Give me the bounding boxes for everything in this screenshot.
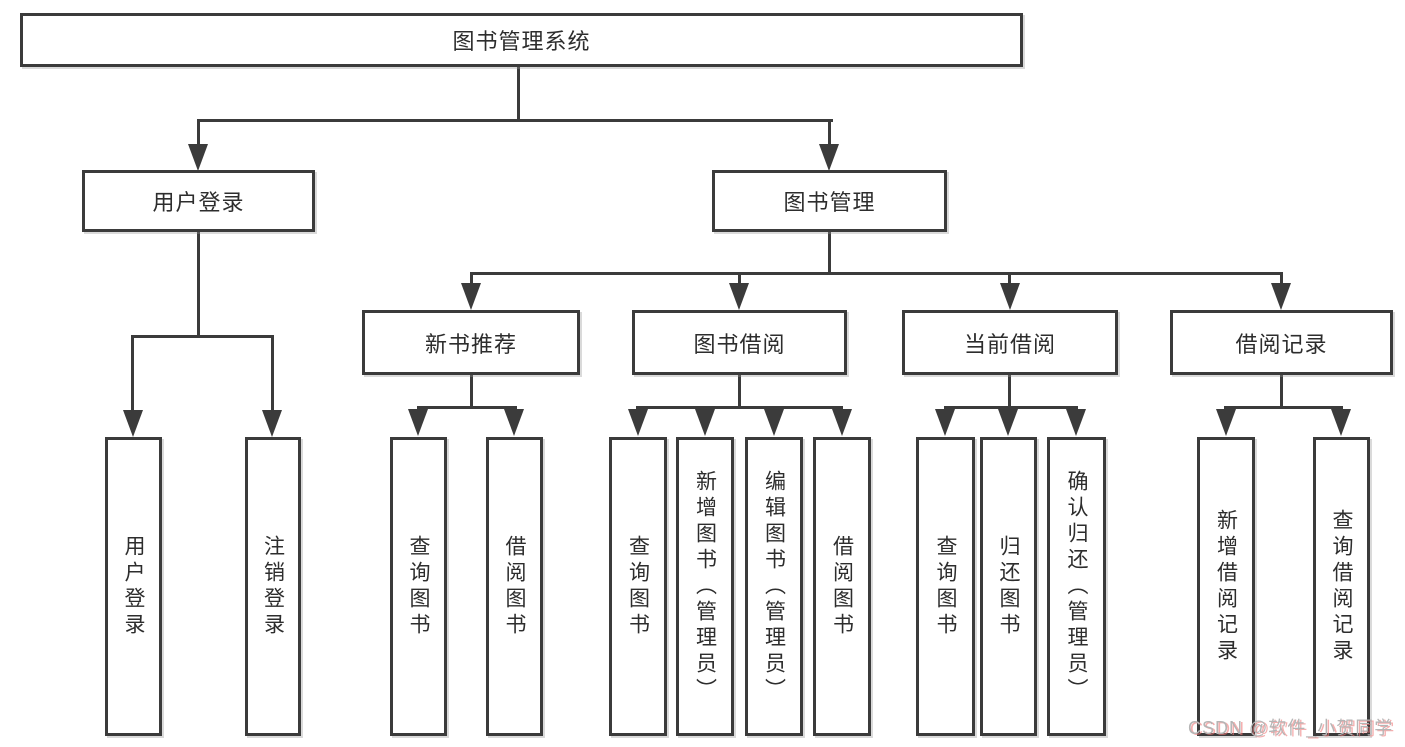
node-new-book-recommend: 新书推荐 bbox=[362, 310, 580, 375]
arrowhead-leaf-logout bbox=[262, 410, 282, 437]
arrowhead-borrow-records bbox=[1271, 283, 1291, 310]
leaf-user-login: 用户登录 bbox=[105, 437, 162, 736]
leaf-query-borrow-record: 查询借阅记录 bbox=[1313, 437, 1370, 736]
leaf-newbook-borrow-books: 借阅图书 bbox=[486, 437, 543, 736]
edge-to-current-borrow bbox=[1008, 272, 1011, 286]
arrowhead-current-return bbox=[998, 409, 1018, 436]
edge-to-user-login bbox=[197, 119, 200, 147]
node-borrow-records: 借阅记录 bbox=[1170, 310, 1393, 375]
edge-borrow-records-fork bbox=[1224, 406, 1343, 409]
arrowhead-current-borrow bbox=[1000, 283, 1020, 310]
arrowhead-newbook-query bbox=[408, 409, 428, 436]
edge-login-fork bbox=[131, 335, 274, 338]
arrowhead-borrow-borrow bbox=[832, 409, 852, 436]
leaf-edit-book-admin: 编辑图书（管理员） bbox=[745, 437, 803, 736]
edge-to-book-borrow bbox=[738, 272, 741, 286]
arrowhead-newbook-borrow bbox=[504, 409, 524, 436]
leaf-add-book-admin: 新增图书（管理员） bbox=[676, 437, 734, 736]
arrowhead-current-query bbox=[935, 409, 955, 436]
edge-current-borrow-drop bbox=[1008, 375, 1011, 409]
node-book-borrow: 图书借阅 bbox=[632, 310, 847, 375]
edge-root-drop bbox=[517, 66, 520, 122]
leaf-confirm-return-admin: 确认归还（管理员） bbox=[1047, 437, 1106, 736]
node-user-login: 用户登录 bbox=[82, 170, 315, 232]
leaf-borrow-query-books: 查询图书 bbox=[609, 437, 667, 736]
edge-level3-fork bbox=[470, 272, 1283, 275]
edge-new-book-drop bbox=[470, 375, 473, 409]
leaf-newbook-query-books: 查询图书 bbox=[390, 437, 447, 736]
arrowhead-borrow-add bbox=[695, 409, 715, 436]
edge-book-borrow-drop bbox=[738, 375, 741, 409]
arrowhead-new-book bbox=[461, 283, 481, 310]
edge-book-borrow-fork bbox=[636, 406, 843, 409]
edge-to-leaf-logout bbox=[271, 335, 274, 413]
leaf-current-query-books: 查询图书 bbox=[916, 437, 975, 736]
edge-to-leaf-login bbox=[131, 335, 134, 413]
node-current-borrow: 当前借阅 bbox=[902, 310, 1118, 375]
watermark-text: CSDN @软件_小贺同学 bbox=[1188, 718, 1394, 738]
edge-to-new-book bbox=[470, 272, 473, 286]
node-book-management: 图书管理 bbox=[712, 170, 947, 232]
arrowhead-records-query bbox=[1331, 409, 1351, 436]
edge-book-management-drop bbox=[828, 232, 831, 275]
edge-to-book-management bbox=[828, 119, 831, 147]
arrowhead-book-borrow bbox=[729, 283, 749, 310]
edge-user-login-drop bbox=[197, 232, 200, 338]
arrowhead-current-confirm bbox=[1066, 409, 1086, 436]
edge-level2-fork bbox=[197, 119, 833, 122]
arrowhead-borrow-query bbox=[628, 409, 648, 436]
node-library-management-system: 图书管理系统 bbox=[20, 13, 1023, 67]
leaf-logout: 注销登录 bbox=[245, 437, 301, 736]
edge-new-book-fork bbox=[417, 406, 517, 409]
leaf-return-book: 归还图书 bbox=[980, 437, 1037, 736]
arrowhead-user-login bbox=[188, 144, 208, 171]
edge-borrow-records-drop bbox=[1280, 375, 1283, 409]
arrowhead-leaf-login bbox=[123, 410, 143, 437]
edge-current-borrow-fork bbox=[944, 406, 1078, 409]
arrowhead-records-add bbox=[1216, 409, 1236, 436]
arrowhead-borrow-edit bbox=[764, 409, 784, 436]
edge-to-borrow-records bbox=[1280, 272, 1283, 286]
arrowhead-book-management bbox=[819, 144, 839, 171]
leaf-add-borrow-record: 新增借阅记录 bbox=[1197, 437, 1255, 736]
leaf-borrow-borrow-books: 借阅图书 bbox=[813, 437, 871, 736]
